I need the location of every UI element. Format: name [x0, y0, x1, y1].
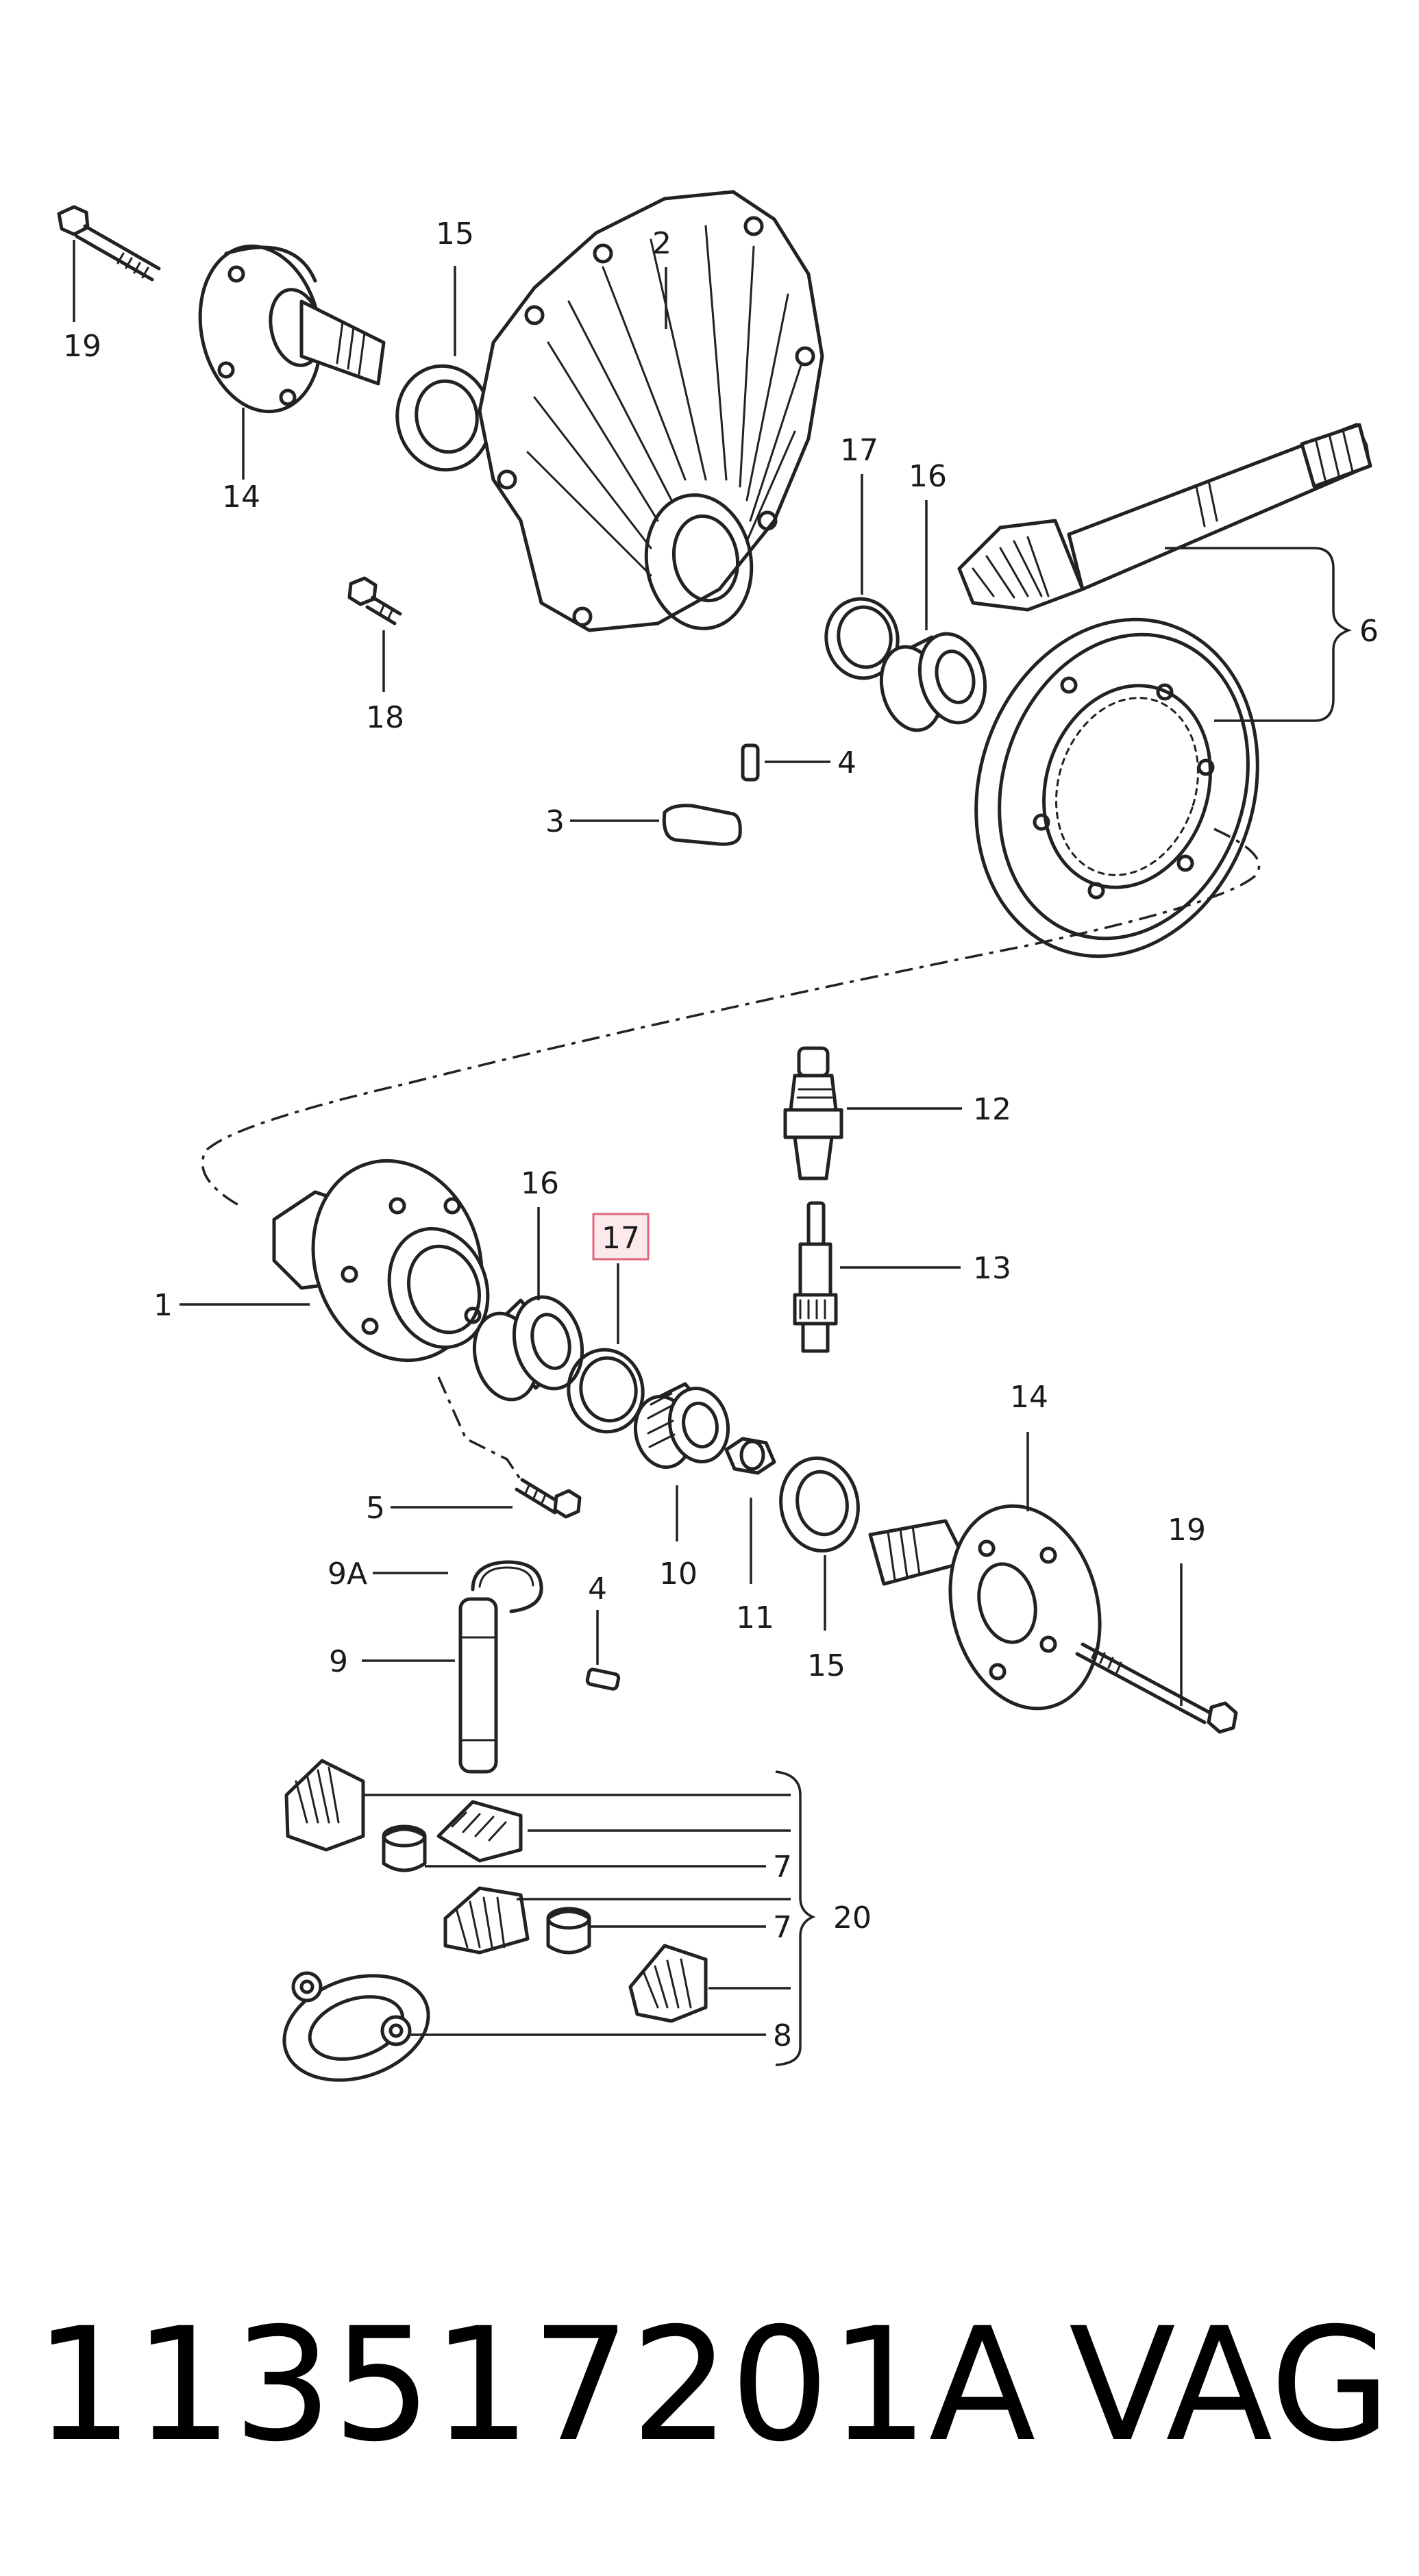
callout-14-mid: 14 [1010, 1380, 1048, 1415]
pin-4-mid [585, 1668, 621, 1691]
pin-4-top [741, 743, 760, 782]
callout-17-mid: 17 [602, 1221, 640, 1256]
seal-15-top [395, 364, 493, 472]
bolt-19-top [57, 205, 161, 282]
pinion-shaft-6 [957, 423, 1372, 612]
callout-20: 20 [833, 1900, 872, 1935]
callout-19-mid: 19 [1168, 1513, 1206, 1548]
oring-17-top [824, 597, 900, 680]
brand-name: VAG [1069, 2294, 1391, 2476]
bolt-18 [347, 576, 402, 626]
seal-15-mid [779, 1456, 860, 1553]
callout-1: 1 [153, 1288, 173, 1323]
callout-12: 12 [973, 1092, 1011, 1127]
callout-4-top: 4 [837, 745, 856, 780]
callout-9A: 9A [328, 1557, 367, 1592]
callout-13: 13 [973, 1251, 1011, 1286]
callout-4-mid: 4 [588, 1572, 607, 1607]
sender-12 [783, 1046, 843, 1180]
bolt-5 [515, 1478, 582, 1519]
gear-set-20 [284, 1759, 708, 2023]
bolt-19-mid [1075, 1642, 1238, 1734]
callout-6: 6 [1359, 614, 1379, 649]
callout-15-top: 15 [436, 216, 474, 251]
nut-11 [724, 1437, 776, 1475]
callout-15-mid: 15 [807, 1648, 846, 1683]
cage-8 [282, 1971, 430, 2082]
callout-17-top: 17 [840, 433, 878, 468]
shim-3 [662, 804, 742, 846]
callout-18: 18 [366, 700, 404, 735]
ring-gear-6 [974, 617, 1259, 958]
housing-cover-2 [478, 190, 824, 632]
callout-8: 8 [773, 2018, 792, 2053]
callout-2: 2 [652, 226, 671, 261]
callout-7-b: 7 [773, 1910, 792, 1945]
callout-11: 11 [736, 1600, 774, 1635]
circlip-9A [471, 1560, 543, 1613]
flange-14-top [198, 244, 386, 414]
bearing-16-top [879, 632, 987, 732]
callout-3: 3 [545, 804, 565, 839]
bearing-16-mid [472, 1295, 584, 1402]
callout-14-top: 14 [222, 480, 260, 515]
assembly-axis-line [201, 828, 1261, 1207]
flange-14-mid [868, 1504, 1102, 1711]
callout-16-mid: 16 [521, 1166, 559, 1201]
shaft-9 [458, 1597, 498, 1774]
highlight-box-17 [592, 1213, 650, 1261]
callout-10: 10 [659, 1557, 698, 1592]
callout-5: 5 [366, 1491, 385, 1526]
callout-16-top: 16 [909, 459, 947, 494]
drive-gear-10 [633, 1382, 730, 1470]
part-number: 113517201A [34, 2294, 1036, 2476]
callout-9: 9 [329, 1644, 348, 1679]
callout-19-top: 19 [63, 329, 101, 364]
oring-17-mid [567, 1348, 645, 1434]
callout-7-a: 7 [773, 1850, 792, 1885]
speedo-drive-13 [793, 1201, 838, 1353]
differential-housing-1 [272, 1159, 490, 1363]
